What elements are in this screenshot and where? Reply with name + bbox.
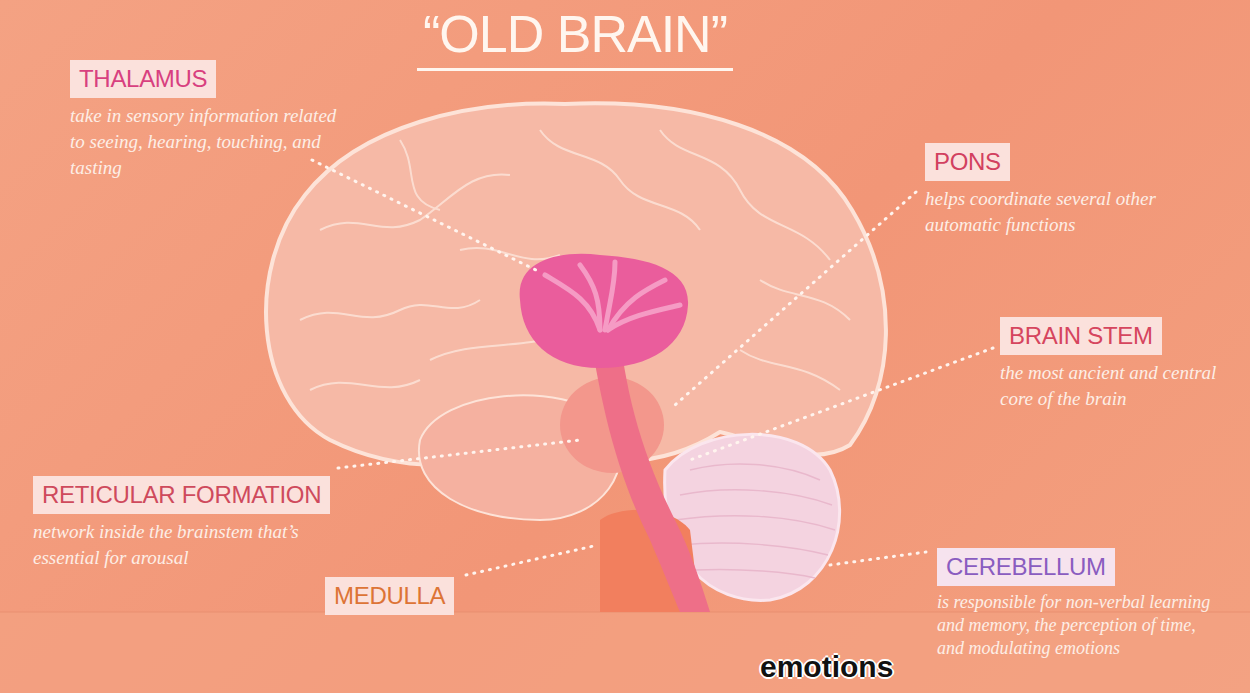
label-node: THALAMUS take in sensory information rela… bbox=[70, 60, 345, 181]
subtitle: emotions bbox=[760, 650, 893, 684]
part-heading: BRAIN STEM bbox=[1000, 317, 1162, 355]
leader-lines bbox=[312, 160, 993, 575]
part-description: take in sensory information related to s… bbox=[70, 103, 345, 181]
title: “OLD BRAIN” bbox=[417, 4, 733, 71]
part-heading: CEREBELLUM bbox=[937, 548, 1115, 586]
thalamus-shape bbox=[520, 254, 688, 368]
part-heading: THALAMUS bbox=[70, 60, 216, 98]
part-description: helps coordinate several other automatic… bbox=[925, 186, 1200, 238]
label-node: PONS helps coordinate several other autom… bbox=[925, 143, 1200, 238]
label-node: CEREBELLUM is responsible for non-verbal … bbox=[937, 548, 1227, 660]
part-description: network inside the brainstem that’s esse… bbox=[33, 519, 333, 571]
label-node: RETICULAR FORMATION network inside the br… bbox=[33, 476, 333, 571]
part-heading: PONS bbox=[925, 143, 1010, 181]
part-description: the most ancient and central core of the… bbox=[1000, 360, 1240, 412]
part-heading: RETICULAR FORMATION bbox=[33, 476, 330, 514]
label-node: BRAIN STEM the most ancient and central c… bbox=[1000, 317, 1240, 412]
part-heading: MEDULLA bbox=[325, 577, 454, 615]
label-node: MEDULLA bbox=[325, 577, 525, 615]
part-description: is responsible for non-verbal learning a… bbox=[937, 591, 1227, 660]
gyri bbox=[300, 130, 850, 390]
title-wrap: “OLD BRAIN” bbox=[375, 4, 775, 71]
